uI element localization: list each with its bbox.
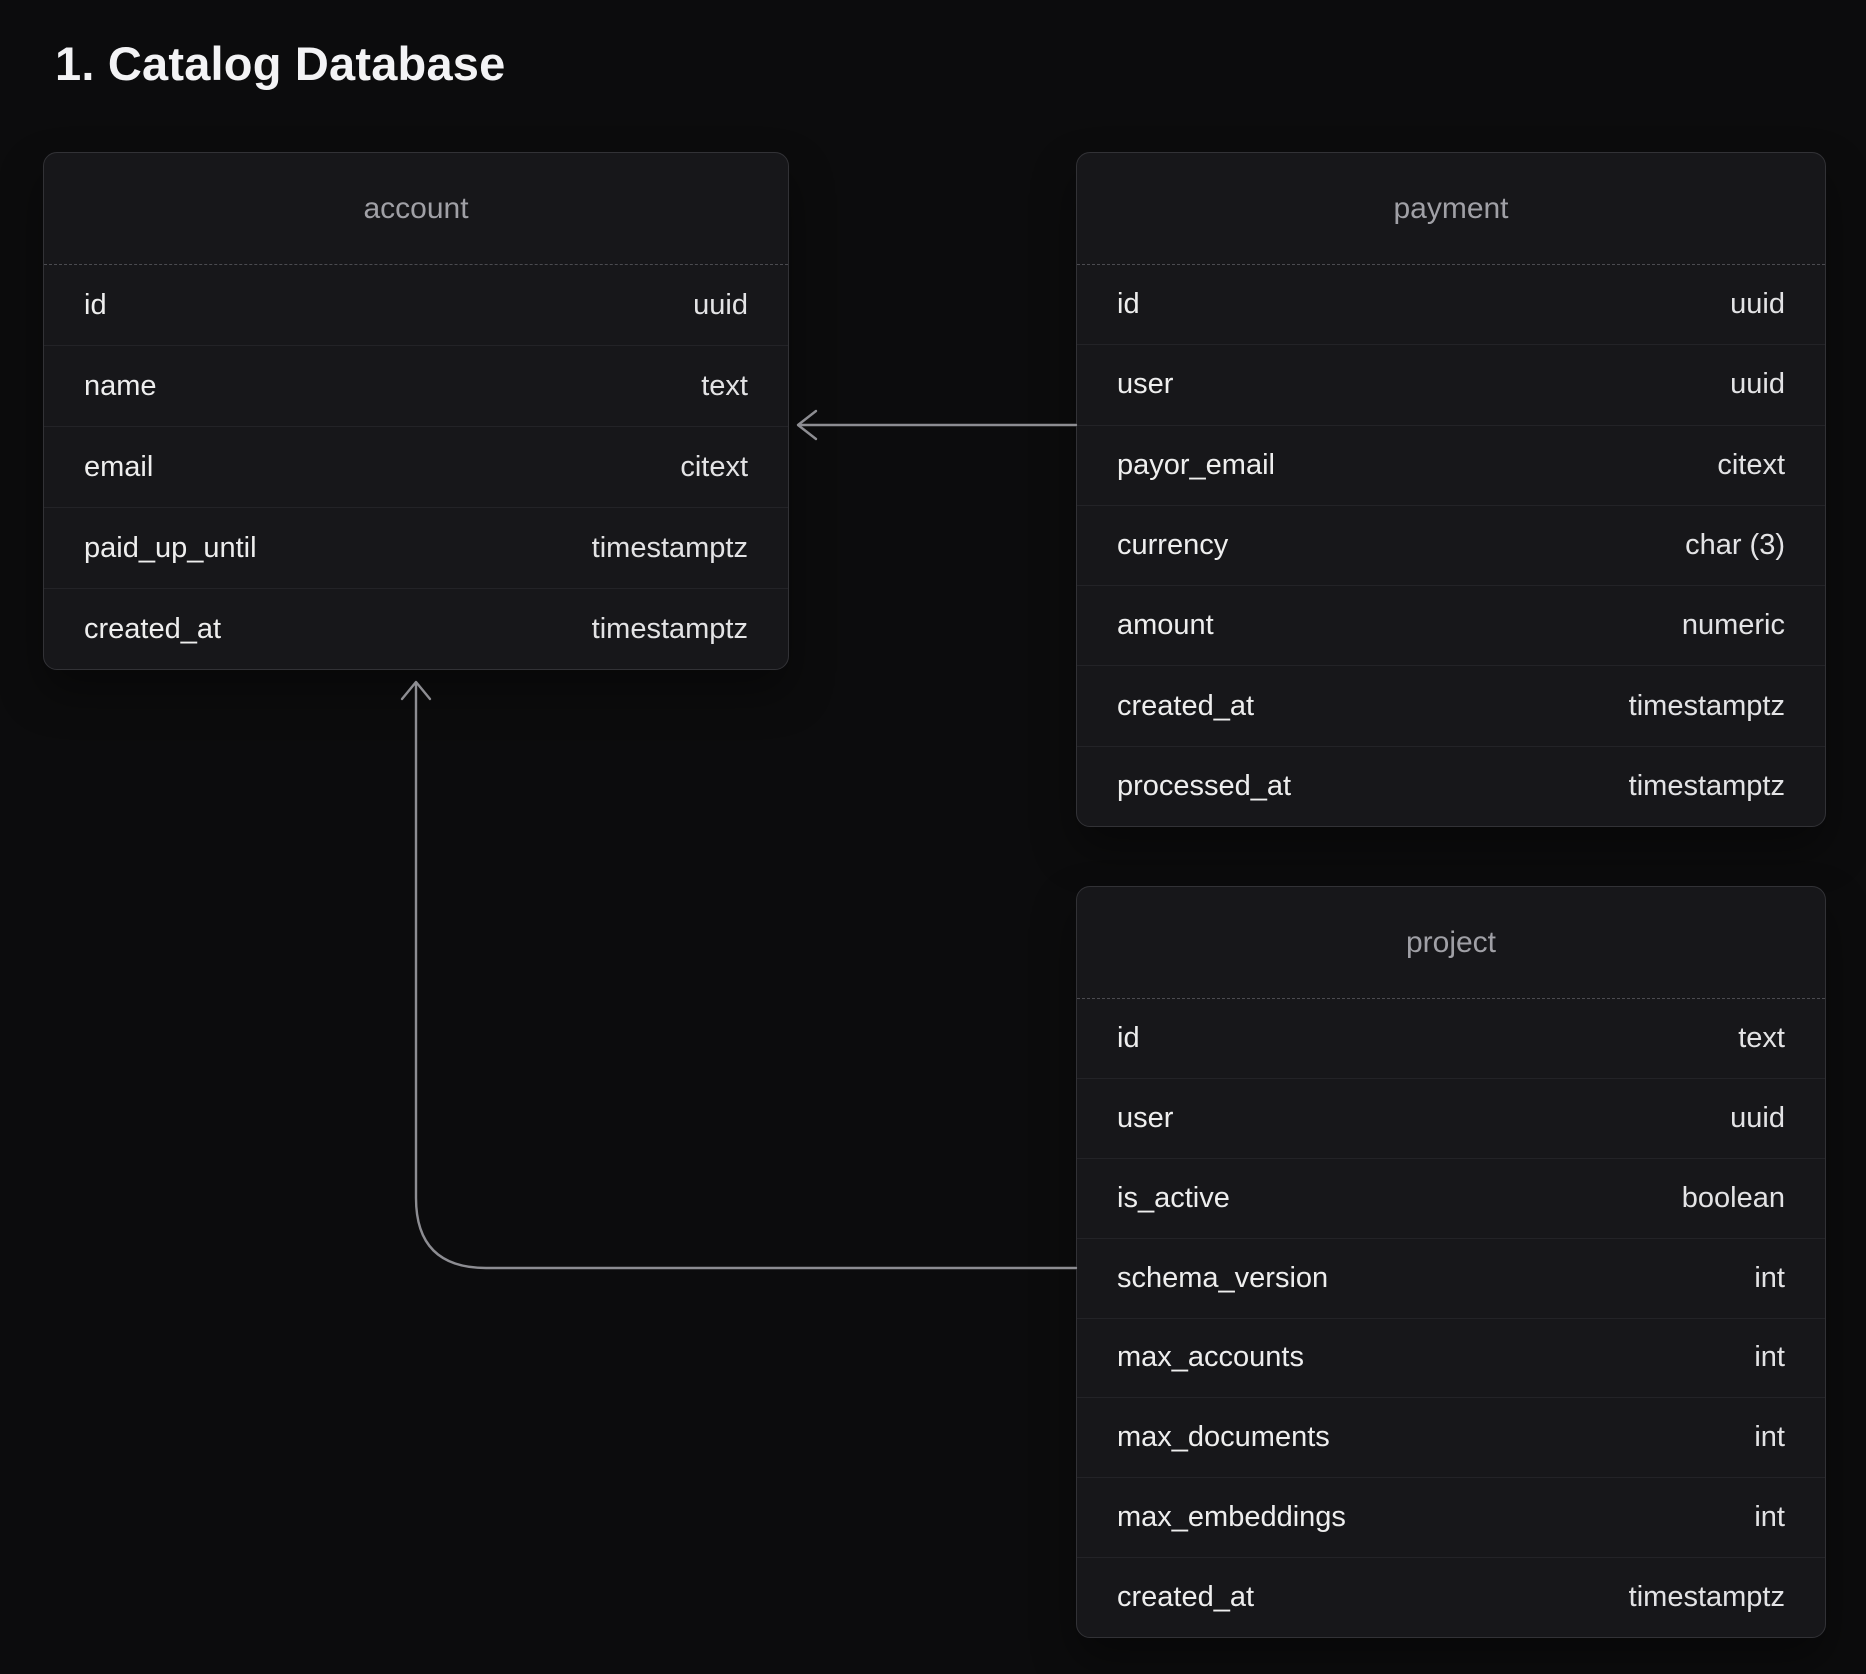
column-name: max_documents bbox=[1117, 1421, 1330, 1454]
column-name: currency bbox=[1117, 528, 1229, 561]
table-project-title: project bbox=[1077, 887, 1825, 999]
column-type: timestamptz bbox=[591, 531, 748, 564]
page-title: 1. Catalog Database bbox=[55, 37, 506, 90]
table-row: user uuid bbox=[1077, 1077, 1825, 1158]
column-name: created_at bbox=[84, 612, 222, 645]
table-project-rows: id text user uuid is_active boolean sche… bbox=[1077, 999, 1825, 1637]
column-type: int bbox=[1754, 1501, 1785, 1534]
column-name: schema_version bbox=[1117, 1261, 1329, 1294]
column-type: uuid bbox=[1730, 1101, 1785, 1134]
table-row: max_documents int bbox=[1077, 1397, 1825, 1477]
column-name: created_at bbox=[1117, 689, 1255, 722]
column-type: citext bbox=[1717, 448, 1785, 481]
table-row: processed_at timestamptz bbox=[1077, 745, 1825, 826]
column-name: id bbox=[1117, 1021, 1140, 1054]
column-type: timestamptz bbox=[1628, 769, 1785, 802]
column-name: id bbox=[84, 288, 107, 321]
table-row: id uuid bbox=[44, 265, 788, 345]
table-row: created_at timestamptz bbox=[1077, 665, 1825, 745]
column-type: text bbox=[701, 369, 748, 402]
column-type: uuid bbox=[1730, 368, 1785, 401]
table-account[interactable]: account id uuid name text email citext p… bbox=[43, 152, 789, 670]
table-payment-rows: id uuid user uuid payor_email citext cur… bbox=[1077, 265, 1825, 826]
column-name: payor_email bbox=[1117, 448, 1275, 481]
column-type: numeric bbox=[1681, 609, 1785, 642]
column-name: id bbox=[1117, 288, 1140, 321]
column-type: uuid bbox=[693, 288, 748, 321]
column-name: user bbox=[1117, 368, 1174, 401]
column-name: name bbox=[84, 369, 157, 402]
table-row: max_accounts int bbox=[1077, 1317, 1825, 1398]
table-row: schema_version int bbox=[1077, 1237, 1825, 1318]
column-type: timestamptz bbox=[1628, 689, 1785, 722]
table-row: amount numeric bbox=[1077, 585, 1825, 665]
column-type: int bbox=[1754, 1341, 1785, 1374]
table-row: created_at timestamptz bbox=[1077, 1557, 1825, 1637]
table-payment-title: payment bbox=[1077, 153, 1825, 265]
table-row: payor_email citext bbox=[1077, 424, 1825, 505]
column-type: text bbox=[1738, 1021, 1785, 1054]
table-row: max_embeddings int bbox=[1077, 1477, 1825, 1557]
table-row: paid_up_until timestamptz bbox=[44, 507, 788, 588]
column-type: timestamptz bbox=[1628, 1581, 1785, 1614]
column-name: max_accounts bbox=[1117, 1341, 1304, 1374]
table-row: user uuid bbox=[1077, 344, 1825, 424]
table-project[interactable]: project id text user uuid is_active bool… bbox=[1076, 886, 1826, 1638]
column-type: boolean bbox=[1681, 1181, 1785, 1214]
table-row: id uuid bbox=[1077, 265, 1825, 344]
column-type: uuid bbox=[1730, 288, 1785, 321]
column-name: amount bbox=[1117, 609, 1214, 642]
column-type: int bbox=[1754, 1261, 1785, 1294]
table-account-rows: id uuid name text email citext paid_up_u… bbox=[44, 265, 788, 669]
table-row: created_at timestamptz bbox=[44, 588, 788, 669]
column-type: char (3) bbox=[1685, 528, 1785, 561]
column-name: paid_up_until bbox=[84, 531, 257, 564]
column-type: citext bbox=[680, 450, 748, 483]
payment-account-arrow bbox=[796, 409, 1078, 441]
column-name: processed_at bbox=[1117, 769, 1292, 802]
column-name: max_embeddings bbox=[1117, 1501, 1346, 1534]
column-name: user bbox=[1117, 1101, 1174, 1134]
table-row: id text bbox=[1077, 999, 1825, 1078]
column-name: email bbox=[84, 450, 154, 483]
project-account-arrow bbox=[400, 680, 1078, 1270]
table-row: name text bbox=[44, 345, 788, 426]
table-row: email citext bbox=[44, 426, 788, 507]
table-row: is_active boolean bbox=[1077, 1157, 1825, 1238]
column-name: is_active bbox=[1117, 1181, 1230, 1214]
table-row: currency char (3) bbox=[1077, 504, 1825, 585]
table-payment[interactable]: payment id uuid user uuid payor_email ci… bbox=[1076, 152, 1826, 827]
column-type: int bbox=[1754, 1421, 1785, 1454]
table-account-title: account bbox=[44, 153, 788, 265]
column-name: created_at bbox=[1117, 1581, 1255, 1614]
column-type: timestamptz bbox=[591, 612, 748, 645]
